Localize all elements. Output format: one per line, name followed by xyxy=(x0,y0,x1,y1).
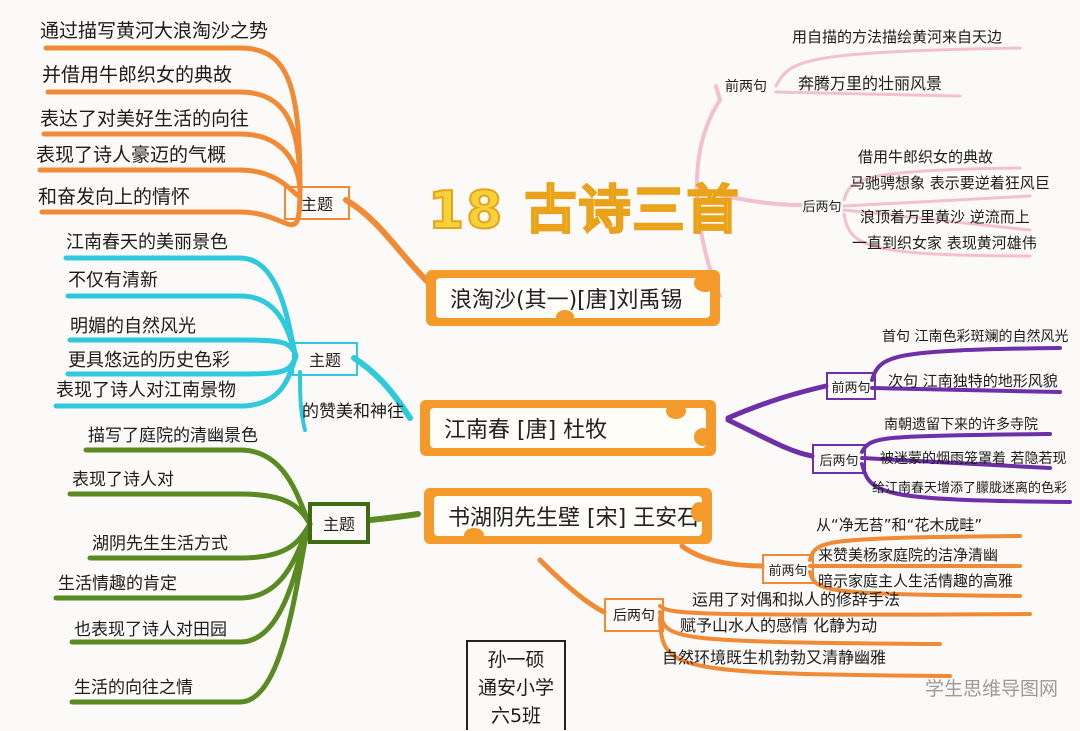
poem-title-langtaosha: 浪淘沙(其一)[唐]刘禹锡 xyxy=(450,288,683,313)
right-pink-g2-stub xyxy=(698,188,802,207)
right-orange-group-2-item-2: 赋予山水人的感情 化静为动 xyxy=(680,616,878,635)
right-purple-group-2-item-2: 被迷蒙的烟雨笼罩着 若隐若现 xyxy=(880,451,1067,467)
left-orange-item-5: 和奋发向上的情怀 xyxy=(38,186,191,208)
right-purple-group-2-label: 后两句 xyxy=(812,444,866,474)
left-green-item-3: 湖阴先生生活方式 xyxy=(92,534,228,554)
right-pink-g1-line-1 xyxy=(774,46,1022,88)
poem-box-jiangnanchun: 江南春 [唐] 杜牧 xyxy=(420,400,716,456)
right-purple-group-1-item-1: 首句 江南色彩斑斓的自然风光 xyxy=(882,329,1069,345)
right-orange-group-2-label: 后两句 xyxy=(604,598,664,632)
right-orange-trunk-1 xyxy=(679,543,765,569)
right-purple-g1-line-1 xyxy=(870,346,1062,382)
right-orange-g2-line-3 xyxy=(658,616,952,678)
right-pink-group-1-label: 前两句 xyxy=(725,79,767,95)
poem-box-langtaosha: 浪淘沙(其一)[唐]刘禹锡 xyxy=(426,270,720,326)
watermark: 学生思维导图网 xyxy=(924,678,1058,700)
left-cyan-extra-connector xyxy=(298,370,307,432)
right-pink-g2-line-4 xyxy=(842,212,1032,258)
right-orange-g2-line-1 xyxy=(658,604,1032,617)
right-pink-g1-stub xyxy=(714,84,722,102)
author-name: 孙一硕 xyxy=(487,649,545,671)
right-purple-group-2-item-1: 南朝遗留下来的许多寺院 xyxy=(884,417,1038,433)
left-green-item-6: 生活的向往之情 xyxy=(74,678,193,698)
poem-title-jiangnanchun: 江南春 [唐] 杜牧 xyxy=(444,418,608,443)
right-orange-group-2-item-1: 运用了对偶和拟人的修辞手法 xyxy=(692,590,901,609)
right-orange-group-1-item-2: 来赞美杨家庭院的洁净清幽 xyxy=(818,546,999,564)
right-pink-group-1-item-1: 用自描的方法描绘黄河来自天边 xyxy=(792,28,1003,46)
left-orange-connector-2 xyxy=(45,89,303,193)
poem-box-shuhuyin: 书湖阴先生壁 [宋] 王安石 xyxy=(424,488,712,544)
right-pink-group-2-item-3: 浪顶着万里黄沙 逆流而上 xyxy=(860,208,1030,226)
left-green-item-1: 描写了庭院的清幽景色 xyxy=(88,426,258,446)
right-pink-g1-line-2 xyxy=(774,90,962,98)
author-credit: 孙一硕 通安小学 六5班 xyxy=(466,640,566,730)
right-pink-group-2-item-4: 一直到织女家 表现黄河雄伟 xyxy=(852,234,1037,252)
right-pink-g2-line-1 xyxy=(842,166,1022,202)
author-school: 通安小学 xyxy=(477,677,554,699)
left-cyan-item-3: 明媚的自然风光 xyxy=(70,316,196,337)
right-purple-group-1-label: 前两句 xyxy=(826,372,876,400)
right-pink-group-2-item-1: 借用牛郎织女的典故 xyxy=(858,148,994,166)
left-orange-item-3: 表达了对美好生活的向往 xyxy=(40,108,250,130)
left-green-item-2: 表现了诗人对 xyxy=(72,470,174,490)
right-orange-g1-line-1 xyxy=(808,534,1022,562)
left-orange-trunk xyxy=(343,197,431,285)
right-purple-trunk-2 xyxy=(725,417,815,459)
page-title: 18 古诗三首 xyxy=(427,180,741,242)
right-purple-group-1-item-2: 次句 江南独特的地形风貌 xyxy=(888,372,1058,390)
left-orange-item-2: 并借用牛郎织女的典故 xyxy=(42,64,233,86)
left-orange-connector-5 xyxy=(39,187,303,228)
left-orange-item-1: 通过描写黄河大浪淘沙之势 xyxy=(40,20,269,42)
left-cyan-trunk xyxy=(351,355,413,421)
left-cyan-item-4: 更具悠远的历史色彩 xyxy=(68,350,230,371)
right-pink-group-2-label: 后两句 xyxy=(802,199,842,215)
right-pink-g2-line-3 xyxy=(842,208,1032,232)
left-orange-item-4: 表现了诗人豪迈的气概 xyxy=(36,144,227,166)
left-green-connector-6 xyxy=(69,521,313,705)
left-orange-hub: 主题 xyxy=(284,186,350,220)
left-green-item-5: 也表现了诗人对田园 xyxy=(74,620,227,640)
right-purple-g2-line-3 xyxy=(860,462,1072,504)
left-green-trunk xyxy=(367,511,421,523)
right-purple-g2-line-2 xyxy=(860,456,1052,470)
right-orange-group-1-label: 前两句 xyxy=(762,554,814,584)
left-cyan-extra: 的赞美和神往 xyxy=(302,402,404,422)
right-purple-g2-line-1 xyxy=(860,432,1052,454)
right-orange-trunk-2 xyxy=(537,557,607,615)
left-cyan-hub: 主题 xyxy=(292,342,358,376)
right-pink-g2-line-2 xyxy=(842,194,1032,208)
right-orange-group-2-item-3: 自然环境既生机勃勃又清静幽雅 xyxy=(662,648,887,667)
right-purple-g1-line-2 xyxy=(870,386,1062,394)
left-orange-connector-3 xyxy=(41,131,303,193)
right-pink-group-2-item-2: 马驰骋想象 表示要逆着狂风巨 xyxy=(850,174,1050,192)
right-orange-group-1-item-1: 从“净无苔”和“花木成畦” xyxy=(816,516,983,534)
right-purple-trunk-1 xyxy=(725,383,829,421)
right-orange-group-1-item-3: 暗示家庭主人生活情趣的高雅 xyxy=(818,572,1014,590)
right-purple-group-2-item-3: 给江南春天增添了朦胧迷离的色彩 xyxy=(872,481,1068,496)
left-green-hub: 主题 xyxy=(308,502,370,544)
left-cyan-item-2: 不仅有清新 xyxy=(68,270,158,291)
left-cyan-item-5: 表现了诗人对江南景物 xyxy=(56,380,236,401)
poem-title-shuhuyin: 书湖阴先生壁 [宋] 王安石 xyxy=(448,506,700,531)
author-class: 六5班 xyxy=(490,705,542,727)
left-cyan-item-1: 江南春天的美丽景色 xyxy=(66,232,228,253)
left-green-item-4: 生活情趣的肯定 xyxy=(58,574,177,594)
left-green-connector-2 xyxy=(67,491,313,527)
right-pink-group-1-item-2: 奔腾万里的壮丽风景 xyxy=(798,74,943,93)
